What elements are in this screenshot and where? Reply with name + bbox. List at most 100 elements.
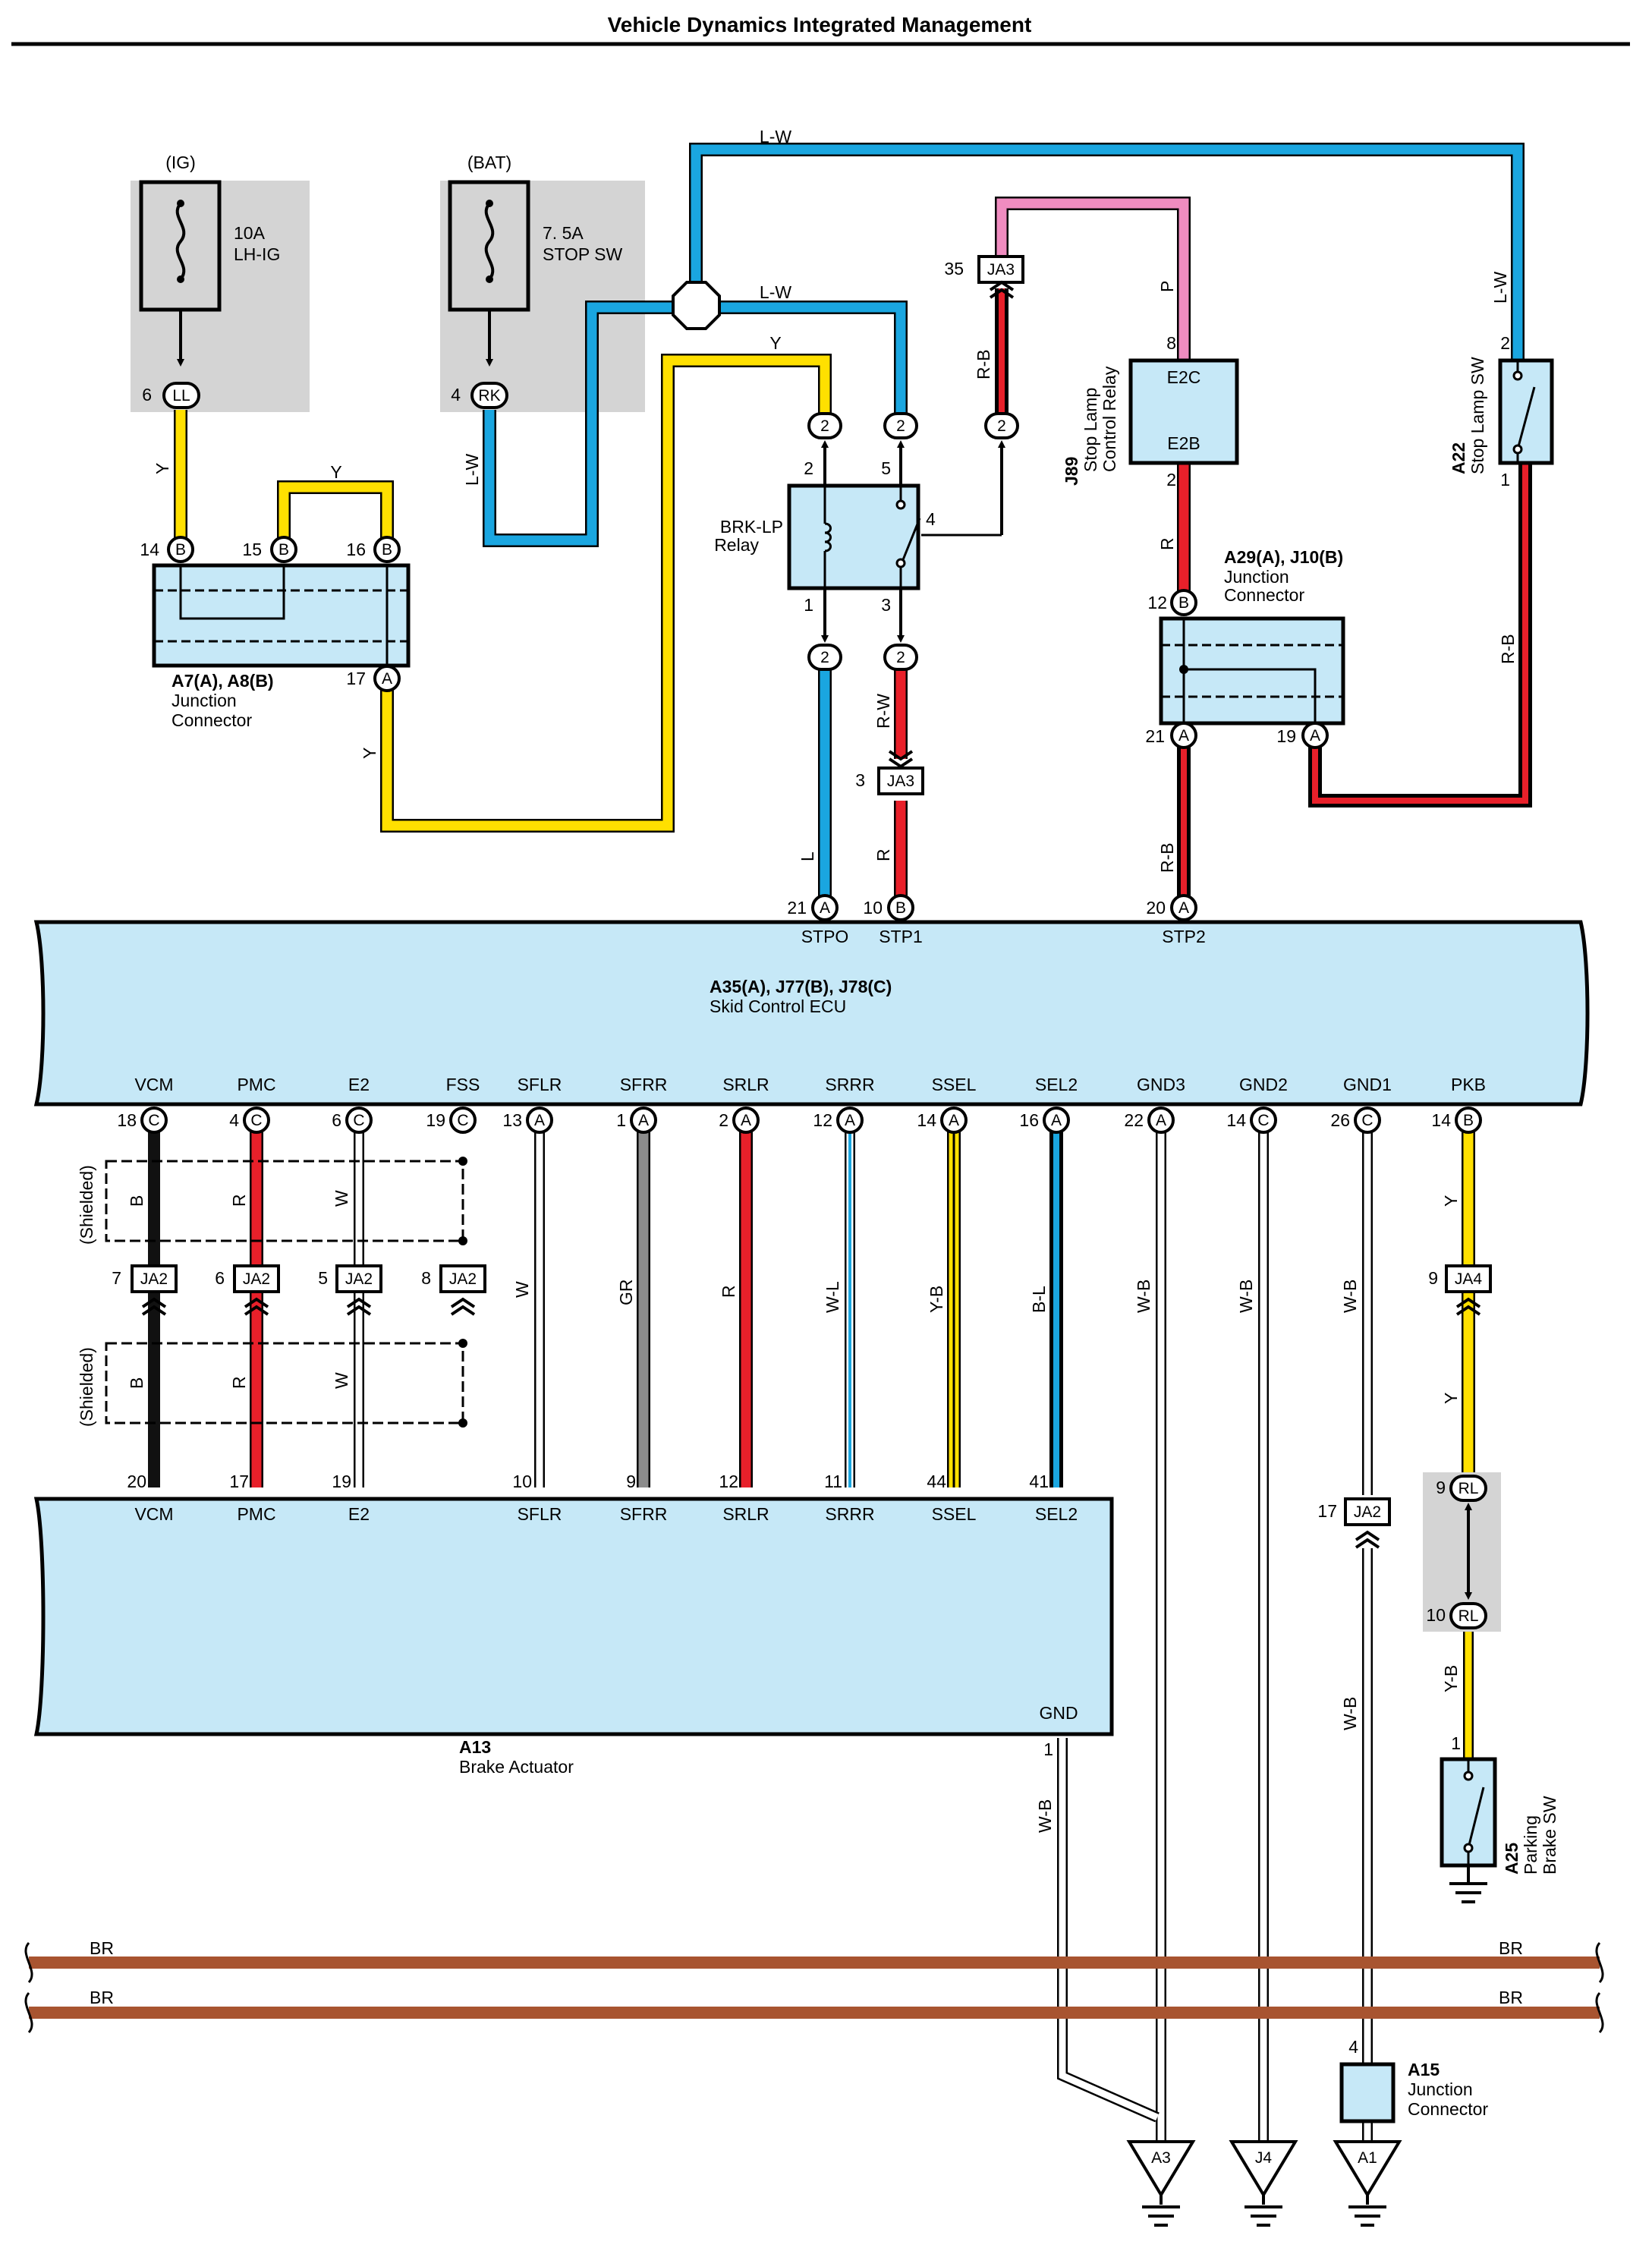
svg-text:7: 7 (112, 1268, 121, 1288)
svg-text:J4: J4 (1255, 2149, 1273, 2167)
shield-box-upper (105, 1160, 464, 1242)
svg-text:RL: RL (1458, 1480, 1479, 1497)
svg-text:PKB: PKB (1451, 1075, 1486, 1094)
svg-text:B: B (1178, 594, 1189, 612)
junction-a7-id: A7(A), A8(B) (171, 671, 274, 691)
svg-text:SFLR: SFLR (518, 1075, 562, 1094)
svg-text:PMC: PMC (237, 1504, 275, 1524)
svg-text:W-L: W-L (823, 1281, 842, 1313)
svg-text:A: A (1178, 899, 1189, 917)
a25-id: A25 (1502, 1843, 1521, 1875)
svg-text:Y-B: Y-B (927, 1286, 946, 1313)
svg-text:A: A (1051, 1112, 1062, 1129)
svg-text:A: A (741, 1112, 751, 1129)
j89-id: J89 (1062, 457, 1081, 486)
bat-fuse-name: STOP SW (543, 244, 623, 264)
svg-text:JA2: JA2 (449, 1270, 477, 1288)
svg-text:L-W: L-W (1490, 272, 1510, 304)
svg-text:STPO: STPO (801, 927, 849, 946)
svg-text:STP2: STP2 (1162, 927, 1206, 946)
svg-text:BR: BR (90, 1988, 114, 2007)
svg-text:20: 20 (127, 1472, 146, 1491)
svg-text:E2: E2 (348, 1075, 370, 1094)
svg-text:10: 10 (863, 898, 883, 918)
ig-fuse-rating: 10A (234, 223, 266, 243)
svg-text:4: 4 (1348, 2037, 1358, 2057)
svg-text:B: B (278, 541, 289, 559)
svg-text:GR: GR (616, 1280, 636, 1306)
svg-text:SEL2: SEL2 (1035, 1504, 1078, 1524)
svg-text:L-W: L-W (760, 127, 791, 146)
ground-a3-icon (1142, 2195, 1180, 2227)
a25-name2: Brake SW (1540, 1796, 1559, 1875)
actuator-gnd-label: GND (1039, 1703, 1078, 1723)
svg-text:19: 19 (426, 1110, 445, 1130)
a25-name1: Parking (1521, 1815, 1540, 1875)
svg-text:R: R (229, 1194, 249, 1207)
ground-a1-icon (1348, 2195, 1386, 2227)
actuator-name: Brake Actuator (459, 1757, 574, 1777)
a15-name2: Connector (1408, 2099, 1488, 2119)
j89-name2: Control Relay (1100, 366, 1119, 472)
svg-text:JA2: JA2 (1354, 1503, 1381, 1521)
svg-text:Y: Y (1441, 1195, 1461, 1207)
svg-text:5: 5 (318, 1268, 328, 1288)
junction-a7-body (152, 563, 411, 668)
a22-name: Stop Lamp SW (1468, 357, 1487, 474)
wire-labels-upper: L-W L-W Y Y Y Y L-W L-W P R-B R R-B R-B … (153, 127, 1518, 873)
svg-text:17: 17 (1317, 1501, 1337, 1521)
svg-text:2: 2 (820, 649, 829, 666)
svg-text:A: A (638, 1112, 649, 1129)
a15-id: A15 (1408, 2060, 1440, 2079)
page-title: Vehicle Dynamics Integrated Management (608, 13, 1032, 36)
svg-text:B: B (1463, 1112, 1474, 1129)
ig-fuse-box (139, 180, 222, 312)
svg-text:W: W (332, 1190, 351, 1207)
ig-fuse-icon (175, 202, 186, 281)
junction-a7-pins: B 14 B 15 B 16 A 17 (140, 536, 401, 692)
ecu-name: Skid Control ECU (710, 996, 846, 1016)
ig-source-label: (IG) (165, 153, 196, 172)
svg-text:R: R (229, 1376, 249, 1389)
svg-text:B: B (127, 1377, 146, 1389)
svg-text:Y: Y (153, 463, 172, 474)
svg-text:E2: E2 (348, 1504, 370, 1524)
svg-text:8: 8 (421, 1268, 431, 1288)
svg-text:C: C (457, 1112, 468, 1129)
ecu-top-pins: A 21 STPO B 10 STP1 A 20 STP2 (787, 894, 1206, 946)
svg-text:R-B: R-B (1498, 634, 1518, 664)
svg-text:2: 2 (1500, 333, 1510, 353)
bat-fuse-shade (440, 181, 645, 412)
bat-source-label: (BAT) (467, 153, 511, 172)
svg-text:5: 5 (881, 458, 891, 478)
svg-text:SEL2: SEL2 (1035, 1075, 1078, 1094)
actuator-gnd-pin: 1 (1043, 1739, 1053, 1759)
bat-fuse-box (448, 180, 530, 312)
svg-text:4: 4 (926, 509, 936, 529)
wire-labels-middle: B R W B R W W GR R W-L Y-B B-L W-B W-B W… (127, 1190, 1461, 1833)
svg-text:44: 44 (927, 1472, 946, 1491)
svg-text:RL: RL (1458, 1607, 1479, 1625)
svg-text:R: R (873, 848, 893, 861)
svg-text:12: 12 (719, 1472, 738, 1491)
svg-text:Y: Y (769, 333, 781, 353)
svg-text:1: 1 (1451, 1733, 1461, 1753)
ja3-connector-bottom (877, 767, 924, 795)
svg-text:A: A (1156, 1112, 1166, 1129)
junction-a29-id: A29(A), J10(B) (1224, 547, 1343, 567)
actuator-id: A13 (459, 1737, 491, 1757)
svg-text:A: A (534, 1112, 545, 1129)
svg-text:13: 13 (502, 1110, 522, 1130)
svg-text:19: 19 (332, 1472, 351, 1491)
svg-text:2: 2 (1166, 470, 1176, 490)
a22-id: A22 (1449, 442, 1468, 474)
svg-text:Y: Y (330, 462, 341, 482)
svg-text:16: 16 (1019, 1110, 1039, 1130)
svg-text:VCM: VCM (134, 1504, 173, 1524)
ground-a3: A3 (1126, 2140, 1196, 2227)
ll-pin: 6 (142, 385, 152, 405)
svg-text:2: 2 (997, 417, 1006, 435)
svg-text:1: 1 (1500, 470, 1510, 490)
